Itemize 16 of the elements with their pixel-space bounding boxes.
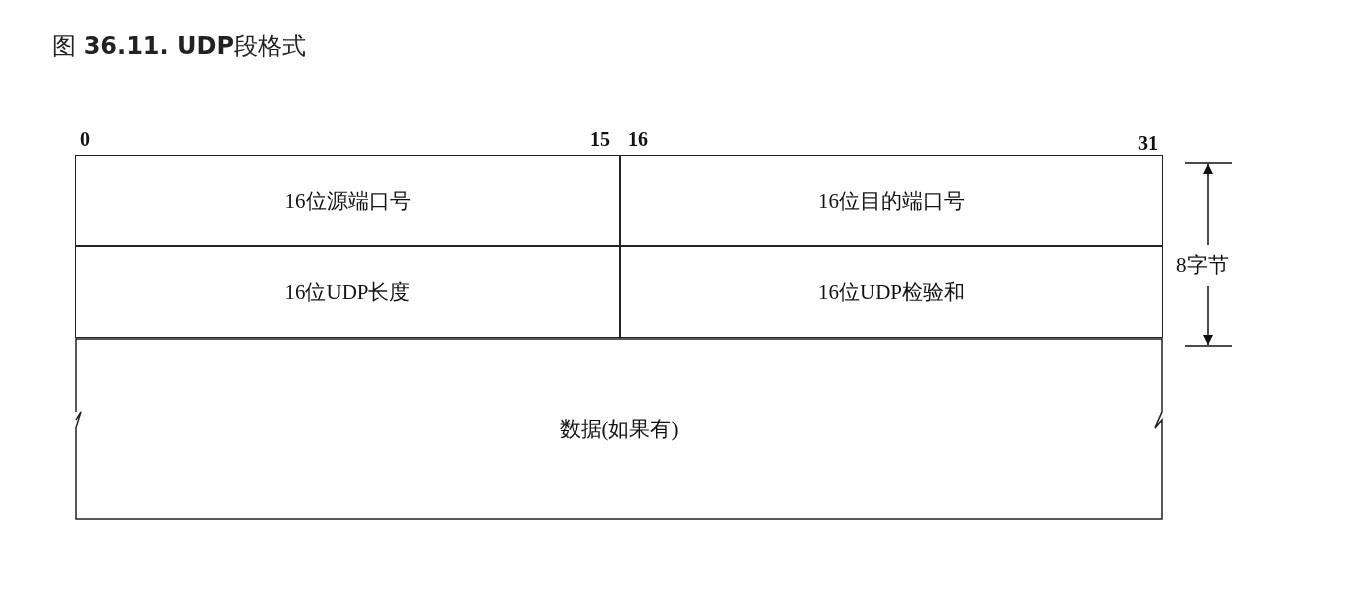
header-field-box bbox=[75, 155, 620, 246]
field-label: 16位源端口号 bbox=[284, 187, 411, 215]
header-field-box bbox=[620, 155, 1163, 246]
field-label: 16位UDP长度 bbox=[284, 279, 411, 306]
figure-title: 图 36.11. UDP段格式 bbox=[52, 31, 307, 62]
dimension-label: 8字节 bbox=[1176, 252, 1229, 279]
header-field-box bbox=[620, 246, 1163, 338]
bit-number: 16 bbox=[628, 128, 648, 151]
bit-number: 31 bbox=[1138, 132, 1158, 155]
data-field-box bbox=[75, 338, 1163, 520]
field-label: 16位目的端口号 bbox=[818, 187, 965, 215]
bit-number: 15 bbox=[590, 128, 610, 151]
field-label: 数据(如果有) bbox=[559, 416, 679, 443]
field-label: 16位UDP检验和 bbox=[818, 279, 965, 306]
bit-number: 0 bbox=[80, 128, 90, 151]
header-field-box bbox=[75, 246, 620, 338]
